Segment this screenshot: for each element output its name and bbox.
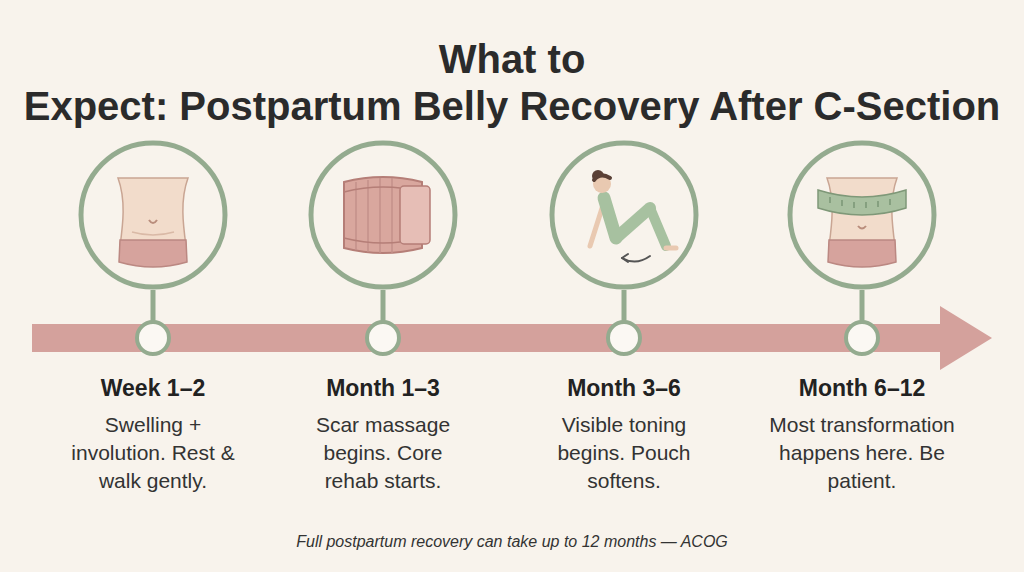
milestone-description: Most transformation happens here. Be pat… — [751, 411, 973, 495]
belly-icon — [118, 178, 188, 267]
timeline-stems — [153, 290, 862, 322]
milestone: Month 3–6Visible toning begins. Pouch so… — [538, 138, 711, 495]
milestone-circle-outline — [790, 143, 934, 287]
page-title: What to Expect: Postpartum Belly Recover… — [0, 36, 1024, 130]
source-caption: Full postpartum recovery can take up to … — [0, 531, 1024, 553]
tape-icon — [818, 178, 906, 267]
milestone-circle — [76, 138, 230, 292]
milestone: Month 1–3Scar massage begins. Core rehab… — [294, 138, 472, 495]
milestone-heading: Month 1–3 — [294, 373, 472, 403]
milestone-heading: Week 1–2 — [54, 373, 252, 403]
milestone-heading: Month 6–12 — [747, 373, 977, 403]
milestone-circle-outline — [311, 143, 455, 287]
milestone-circle — [785, 138, 939, 292]
exercise-icon — [590, 170, 676, 262]
milestone-circle — [547, 138, 701, 292]
milestone-circle-outline — [81, 143, 225, 287]
milestone-circle — [306, 138, 460, 292]
timeline-dots — [137, 322, 878, 354]
milestone-circle-outline — [552, 143, 696, 287]
timeline-arrowhead — [940, 306, 992, 370]
milestone-description: Visible toning begins. Pouch softens. — [542, 411, 707, 495]
milestone-description: Swelling + involution. Rest & walk gentl… — [58, 411, 248, 495]
milestone: Month 6–12Most transformation happens he… — [747, 138, 977, 495]
milestone-heading: Month 3–6 — [538, 373, 711, 403]
milestone-description: Scar massage begins. Core rehab starts. — [298, 411, 468, 495]
binder-icon — [344, 177, 430, 253]
milestone: Week 1–2Swelling + involution. Rest & wa… — [54, 138, 252, 495]
